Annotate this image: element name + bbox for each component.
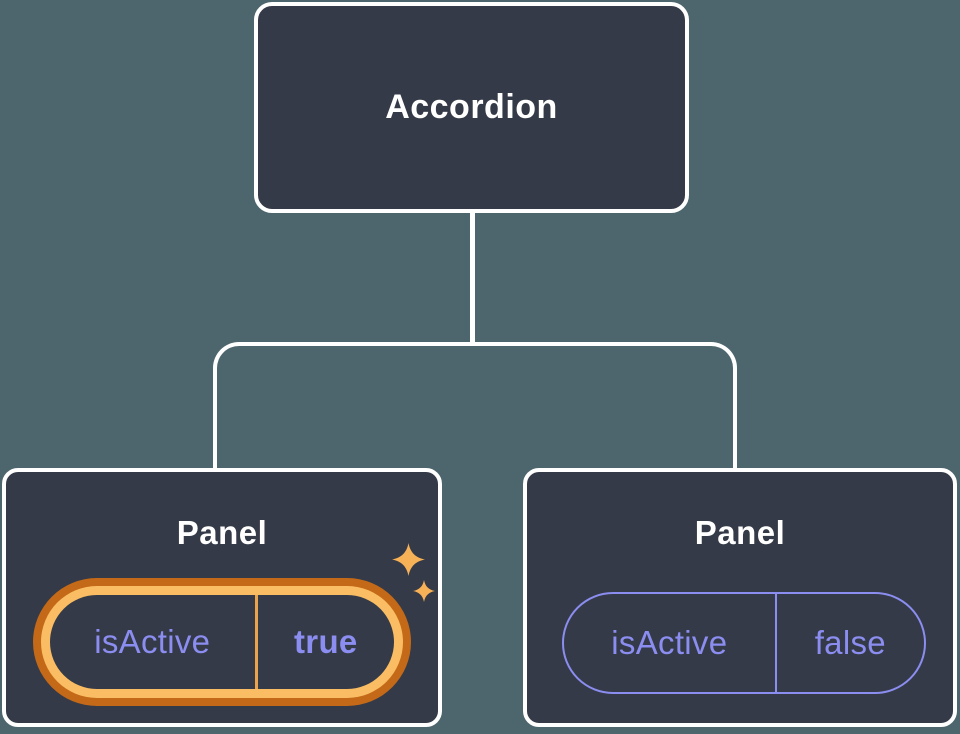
prop-pill-divider bbox=[254, 595, 258, 689]
prop-name-label: isActive bbox=[611, 624, 728, 661]
node-panel-inactive-title: Panel bbox=[694, 514, 786, 551]
prop-name-label: isActive bbox=[94, 623, 211, 660]
prop-pill-active-body: isActive true bbox=[50, 595, 394, 689]
prop-value-label: false bbox=[814, 624, 886, 661]
prop-pill-highlight-ring-inner: isActive true bbox=[41, 586, 403, 698]
node-accordion-title: Accordion bbox=[385, 88, 558, 126]
node-panel-inactive: Panel isActive false bbox=[523, 468, 957, 727]
sparkle-large-icon bbox=[392, 543, 425, 576]
prop-pill-inactive: isActive false bbox=[562, 592, 926, 694]
node-accordion: Accordion bbox=[254, 2, 689, 213]
sparkle-small-icon bbox=[413, 580, 435, 602]
prop-pill-highlight-ring-outer: isActive true bbox=[33, 578, 411, 706]
connector-branch bbox=[213, 342, 737, 468]
connector-root-stem bbox=[470, 209, 475, 345]
node-panel-active: Panel isActive true bbox=[2, 468, 442, 727]
node-panel-active-title: Panel bbox=[176, 514, 268, 551]
prop-pill-active: isActive true bbox=[33, 578, 411, 706]
prop-value-label: true bbox=[294, 623, 358, 660]
prop-pill-divider bbox=[774, 594, 777, 692]
